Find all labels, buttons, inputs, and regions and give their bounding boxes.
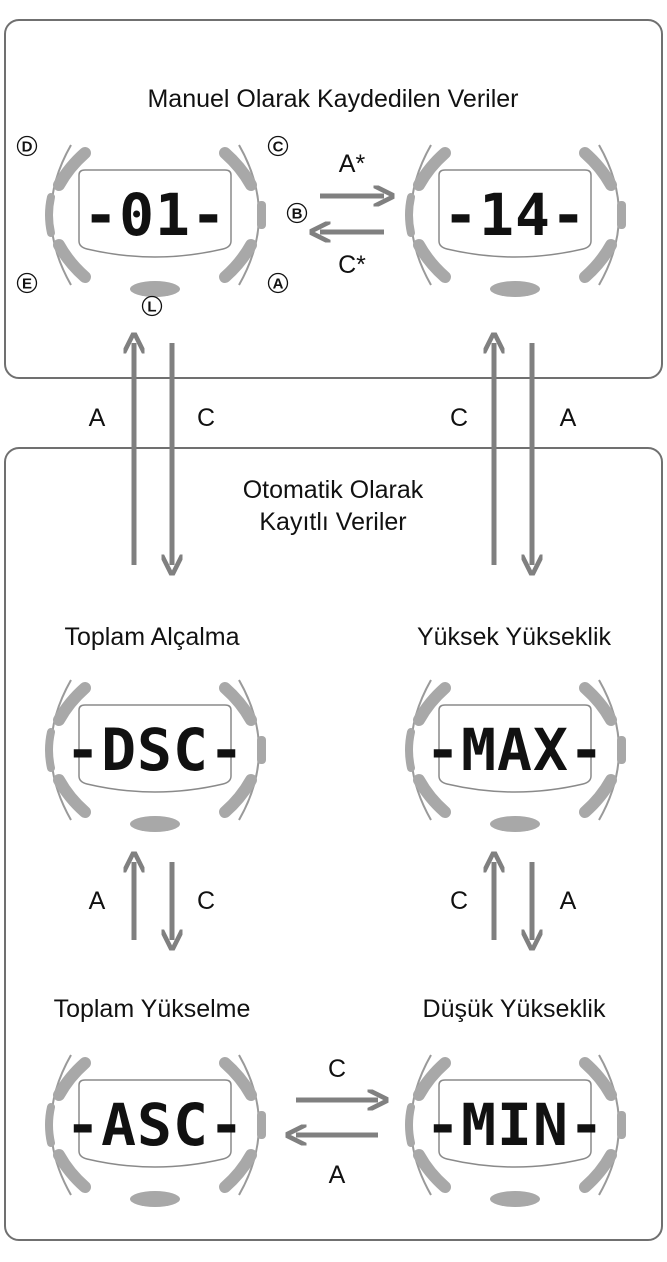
button-l-icon: L [141, 295, 163, 317]
svg-text:B: B [292, 206, 303, 223]
manual-section-frame [4, 19, 663, 379]
label-right-down: A [560, 404, 577, 432]
svg-text:C: C [273, 139, 284, 156]
display-text-asc: -ASC- [65, 1091, 245, 1159]
arrow-label-c-star: C* [338, 251, 366, 279]
display-text-14: -14- [443, 181, 587, 249]
label-mid-left-up: A [89, 887, 106, 915]
label-bottom-left: A [329, 1161, 346, 1189]
auto-section-frame [4, 447, 663, 1241]
label-total-descent: Toplam Alçalma [64, 623, 239, 651]
label-mid-left-down: C [197, 887, 215, 915]
label-max-altitude: Yüksek Yükseklik [417, 623, 612, 651]
watch-max: -MAX- [409, 680, 626, 832]
button-d-icon: D [16, 135, 38, 157]
arrow-label-a-star: A* [339, 150, 366, 178]
label-total-ascent: Toplam Yükselme [54, 995, 251, 1023]
label-bottom-right: C [328, 1055, 346, 1083]
svg-text:L: L [147, 299, 156, 316]
watch-dsc: -DSC- [49, 680, 266, 832]
auto-section-title-line1: Otomatik Olarak [243, 476, 424, 504]
svg-text:A: A [273, 276, 284, 293]
button-c-icon: C [267, 135, 289, 157]
watch-min: -MIN- [409, 1055, 626, 1207]
label-mid-right-down: A [560, 887, 577, 915]
svg-text:E: E [22, 276, 32, 293]
display-text-01: -01- [83, 181, 227, 249]
button-b-icon: B [286, 202, 308, 224]
manual-section-title: Manuel Olarak Kaydedilen Veriler [147, 85, 518, 113]
watch-manual-14: -14- [409, 145, 626, 297]
button-a-icon: A [267, 272, 289, 294]
auto-section-title-line2: Kayıtlı Veriler [259, 508, 406, 536]
display-text-dsc: -DSC- [65, 716, 245, 784]
watch-asc: -ASC- [49, 1055, 266, 1207]
display-text-max: -MAX- [425, 716, 605, 784]
label-min-altitude: Düşük Yükseklik [423, 995, 606, 1023]
display-text-min: -MIN- [425, 1091, 605, 1159]
watch-manual-01: -01- [49, 145, 266, 297]
svg-text:D: D [22, 139, 33, 156]
label-left-up: A [89, 404, 106, 432]
button-e-icon: E [16, 272, 38, 294]
label-mid-right-up: C [450, 887, 468, 915]
label-left-down: C [197, 404, 215, 432]
label-right-up: C [450, 404, 468, 432]
